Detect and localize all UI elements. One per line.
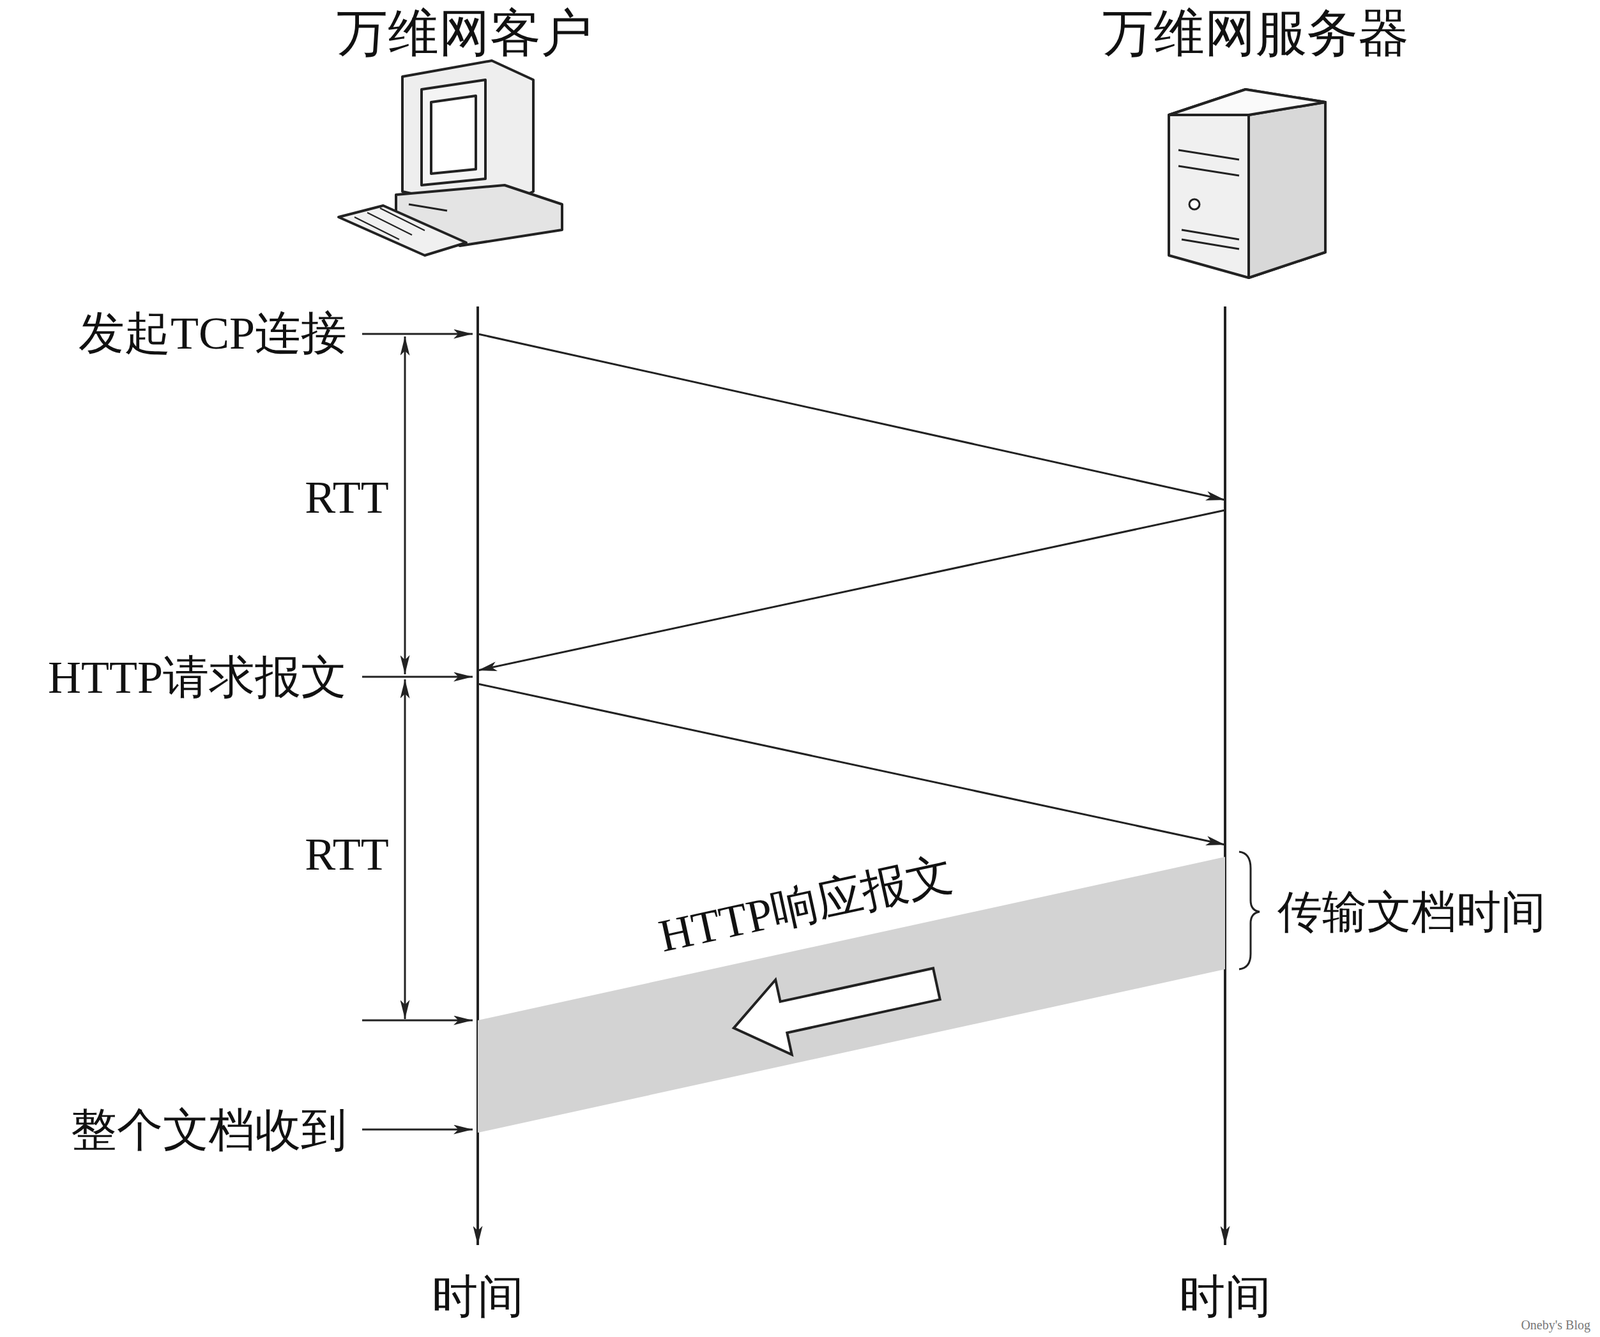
pointer-arrows [362,334,473,1130]
time-axis-label: 时间 [431,1272,524,1323]
hollow-arrow [725,946,945,1066]
event-label: 整个文档收到 [70,1105,347,1157]
duration-label: 传输文档时间 [1277,887,1546,938]
event-label: HTTP请求报文 [47,652,347,704]
rtt-dimensions [404,336,407,1020]
time-axis-label: 时间 [1179,1272,1272,1323]
timelines [477,306,1226,1246]
watermark: Oneby's Blog [1520,1318,1591,1333]
client-computer-icon [338,60,563,256]
event-label: 发起TCP连接 [78,308,347,359]
messages [477,334,1226,846]
rtt-label: RTT [304,472,389,524]
client-heading: 万维网客户 [336,5,593,62]
server-heading: 万维网服务器 [1102,5,1410,62]
server-icon [1168,89,1326,278]
brace [1239,852,1260,970]
rtt-label: RTT [304,829,389,881]
